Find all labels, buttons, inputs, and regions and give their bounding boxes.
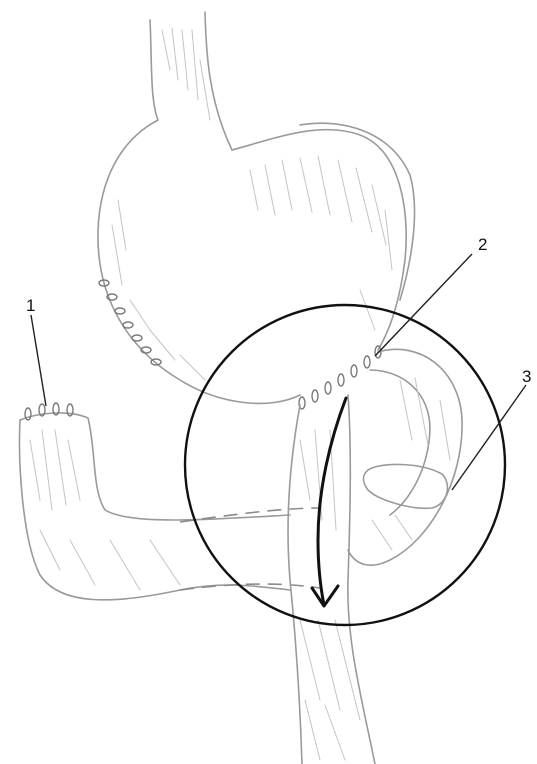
flow-arrow — [312, 398, 346, 606]
bp-limb-staple-line — [25, 403, 73, 420]
stomach-remnant — [98, 120, 415, 403]
roux-limb — [288, 395, 375, 764]
anastomosis-staples — [299, 346, 381, 409]
jejunal-loop — [348, 349, 462, 565]
callout-label-1: 1 — [26, 296, 35, 315]
leader-line-3 — [452, 385, 526, 490]
leader-line-2 — [375, 254, 472, 356]
callout-label-3: 3 — [522, 367, 531, 386]
leader-line-1 — [31, 315, 46, 406]
biliopancreatic-limb — [20, 403, 320, 600]
esophagus — [150, 12, 232, 150]
callout-label-2: 2 — [478, 235, 487, 254]
stomach-staple-line — [99, 280, 161, 365]
